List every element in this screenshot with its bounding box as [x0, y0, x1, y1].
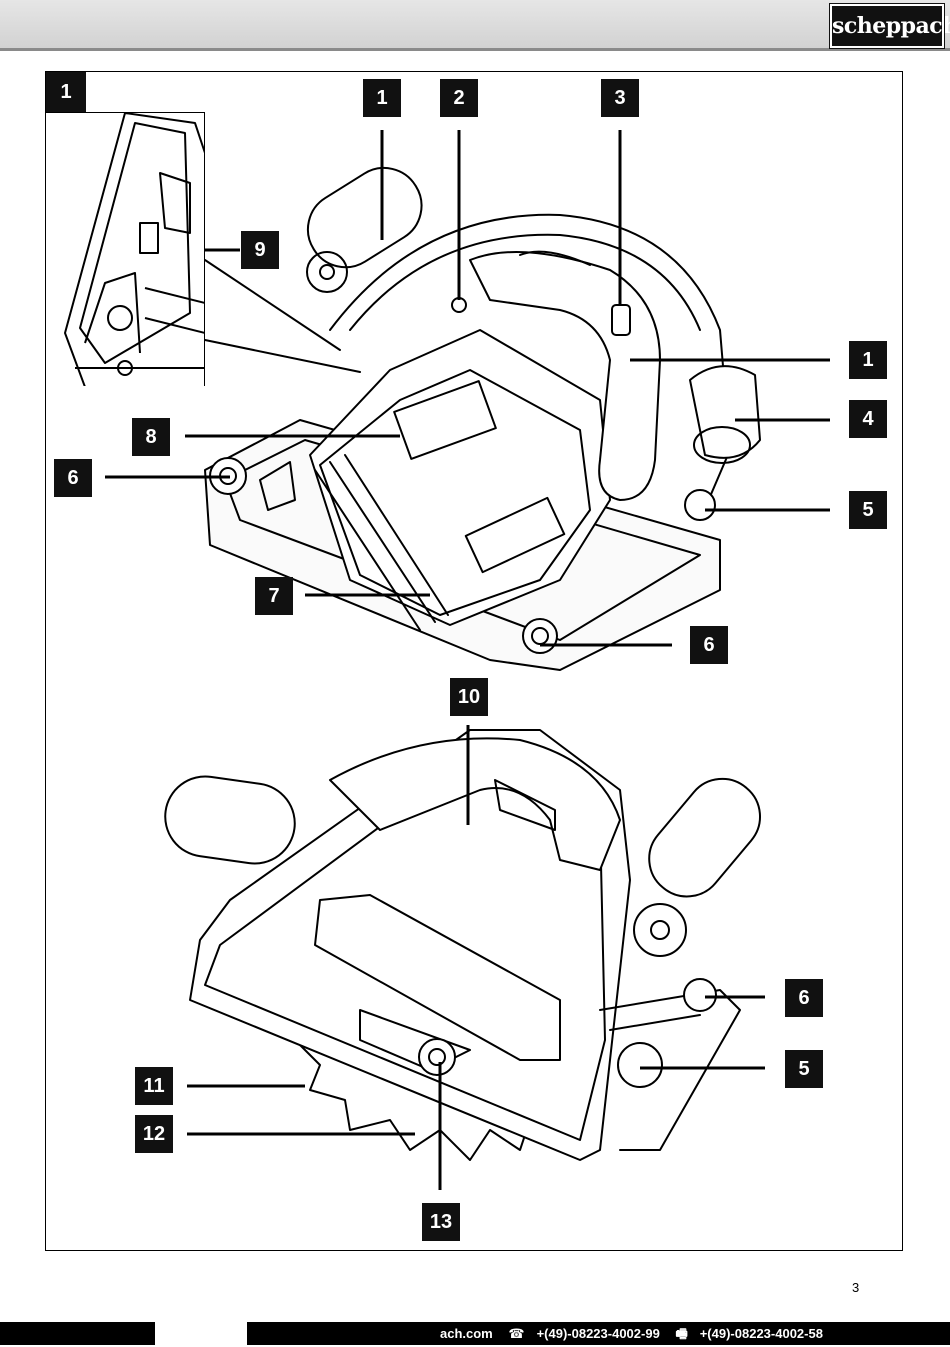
footer-bar: ach.com ☎ +(49)-08223-4002-99 🖷 +(49)-0822…: [0, 1322, 950, 1345]
leader-lines: [105, 130, 830, 1190]
callout-8: 8: [132, 418, 170, 456]
callout-7: 7: [255, 577, 293, 615]
callout-10: 10: [450, 678, 488, 716]
footer-website[interactable]: ach.com: [440, 1326, 493, 1341]
footer-contact: ach.com ☎ +(49)-08223-4002-99 🖷 +(49)-0822…: [440, 1325, 835, 1347]
callout-11: 11: [135, 1067, 173, 1105]
header-bar: scheppach: [0, 0, 950, 51]
callout-1-front-handle: 1: [363, 79, 401, 117]
page-number: 3: [852, 1280, 860, 1295]
callout-5-bottom: 5: [785, 1050, 823, 1088]
saw-bottom-view: [164, 729, 761, 1161]
callout-3: 3: [601, 79, 639, 117]
footer-fax: +(49)-08223-4002-58: [699, 1326, 823, 1341]
phone-icon: ☎: [508, 1326, 525, 1341]
callout-6-left: 6: [54, 459, 92, 497]
callout-13: 13: [422, 1203, 460, 1241]
saw-top-view: [204, 166, 761, 671]
callout-12: 12: [135, 1115, 173, 1153]
footer-gap: [155, 1322, 247, 1345]
inset-detail-lines: [204, 259, 361, 373]
callout-9: 9: [241, 231, 279, 269]
callout-6-base: 6: [690, 626, 728, 664]
brand-logo: scheppach: [829, 3, 950, 49]
callout-2: 2: [440, 79, 478, 117]
figure-number: 1: [46, 72, 86, 112]
callout-5-top: 5: [849, 491, 887, 529]
inset-detail-art: [64, 113, 204, 386]
callout-4: 4: [849, 400, 887, 438]
callout-6-bottom: 6: [785, 979, 823, 1017]
figure-frame: [45, 71, 903, 1251]
callout-1-main-handle: 1: [849, 341, 887, 379]
footer-phone: +(49)-08223-4002-99: [536, 1326, 660, 1341]
inset-detail-view: [45, 112, 205, 386]
fax-icon: 🖷: [675, 1326, 688, 1341]
